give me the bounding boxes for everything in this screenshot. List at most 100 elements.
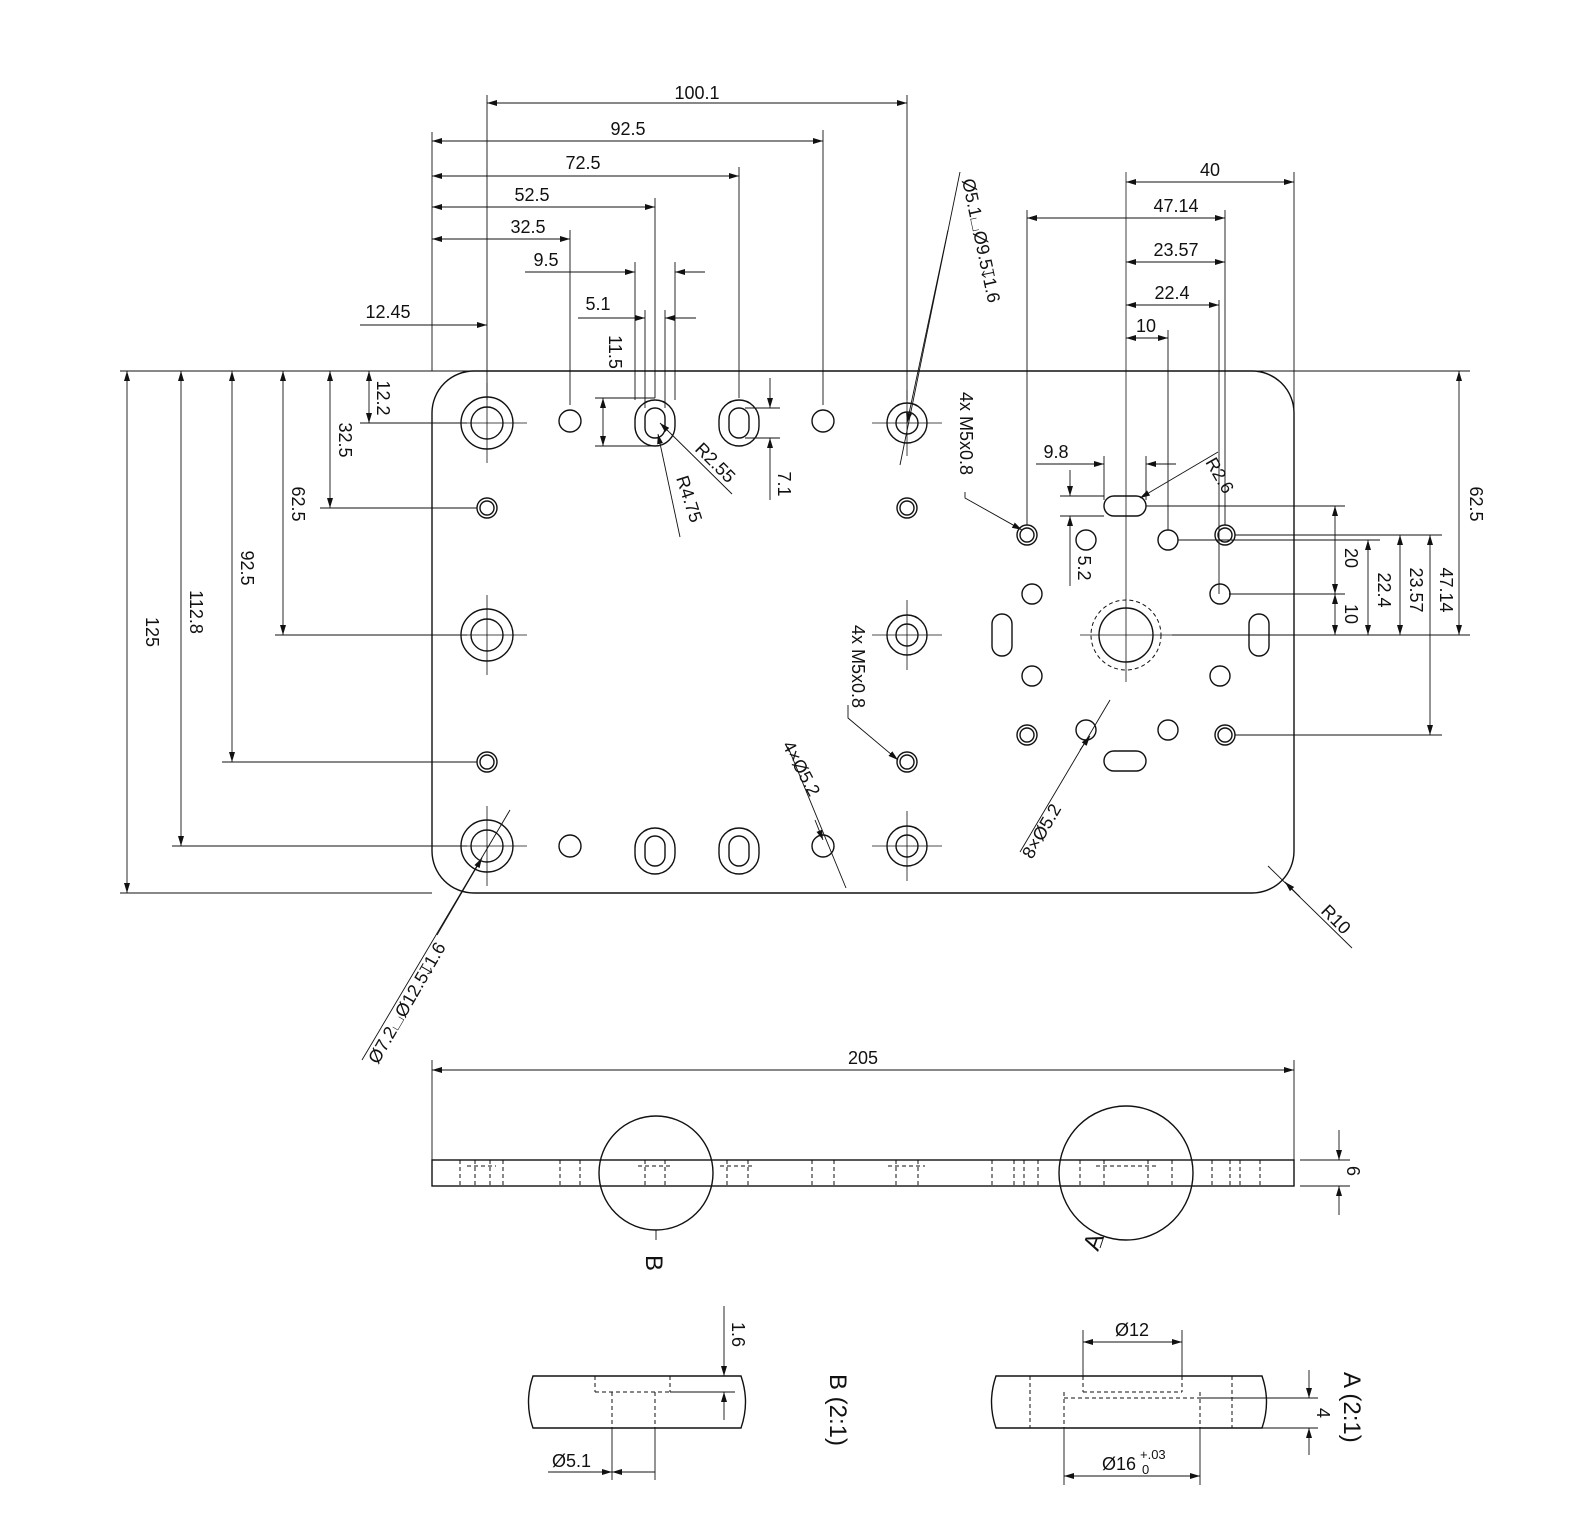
- top-view: [120, 172, 1470, 894]
- detail-a: Ø12 4 Ø16 +.03 0 A (2:1): [990, 1320, 1365, 1485]
- detail-a-circle: [1058, 1105, 1194, 1241]
- pattern-hole: [1157, 529, 1179, 551]
- through-hole: [558, 834, 582, 858]
- callout-8x-holes: 8×Ø5.2: [1018, 800, 1065, 862]
- dim-12-2: 12.2: [373, 380, 393, 415]
- dim-47-14-v: 47.14: [1436, 567, 1456, 612]
- callout-bottom-cbore: Ø7.2⌴Ø12.5↧1.6: [364, 939, 450, 1067]
- dim-r4-75: R4.75: [672, 473, 706, 525]
- through-hole: [811, 834, 835, 858]
- pattern-hole: [1019, 527, 1035, 543]
- pattern-slot: [991, 613, 1013, 657]
- callout-4x-holes: 4×Ø5.2: [778, 737, 824, 799]
- callout-top-cbore: Ø5.1⌴Ø9.5↧1.6: [958, 177, 1004, 305]
- callout-tap-mid: 4x M5x0.8: [848, 625, 868, 708]
- dim-47-14-h: 47.14: [1153, 196, 1198, 216]
- dim-10-h: 10: [1136, 316, 1156, 336]
- pattern-hole: [1075, 529, 1097, 551]
- dim-32-5-v: 32.5: [335, 422, 355, 457]
- dim-92-5-v: 92.5: [237, 550, 257, 585]
- callouts: Ø5.1⌴Ø9.5↧1.6 Ø7.2⌴Ø12.5↧1.6 4x M5x0.8 4…: [361, 171, 1355, 1067]
- pattern-slot: [1103, 750, 1147, 772]
- tapped-hole: [479, 500, 495, 516]
- dim-100-1: 100.1: [674, 83, 719, 103]
- tapped-hole: [899, 500, 915, 516]
- dim-5-2: 5.2: [1074, 555, 1094, 580]
- pattern-hole: [1021, 665, 1043, 687]
- pattern-hole: [1021, 583, 1043, 605]
- dim-7-1: 7.1: [774, 471, 794, 496]
- slot: [718, 399, 760, 447]
- dim-62-5-right: 62.5: [1466, 486, 1486, 521]
- detail-b-title: B (2:1): [824, 1374, 851, 1446]
- detail-a-profile: [990, 1375, 1268, 1429]
- dim-r2-55: R2.55: [691, 439, 739, 487]
- callout-r10: R10: [1317, 901, 1354, 938]
- tapped-hole: [896, 751, 918, 773]
- slot: [718, 827, 760, 875]
- slot: [634, 399, 676, 447]
- dim-9-5: 9.5: [533, 250, 558, 270]
- side-profile: [431, 1159, 1295, 1187]
- detail-a-depth: 4: [1313, 1408, 1333, 1418]
- detail-b-diameter: Ø5.1: [552, 1451, 591, 1471]
- dim-23-57-h: 23.57: [1153, 240, 1198, 260]
- dim-12-45: 12.45: [365, 302, 410, 322]
- dim-5-1: 5.1: [585, 294, 610, 314]
- detail-a-title: A (2:1): [1338, 1372, 1365, 1443]
- horizontal-dimensions: 100.1 92.5 72.5 52.5 32.5 9.5 5.1 12.45: [360, 83, 908, 408]
- pattern-hole: [1209, 665, 1231, 687]
- detail-a-diameter-top: Ø12: [1115, 1320, 1149, 1340]
- detail-b: 1.6 Ø5.1 B (2:1): [527, 1306, 851, 1480]
- dim-11-5: 11.5: [605, 335, 625, 369]
- pattern-hole: [1075, 719, 1097, 741]
- dim-9-8: 9.8: [1043, 442, 1068, 462]
- dim-32-5: 32.5: [510, 217, 545, 237]
- dim-125: 125: [142, 617, 162, 647]
- dim-205: 205: [848, 1048, 878, 1068]
- pattern-hole: [1157, 719, 1179, 741]
- right-vertical-dimensions: 62.5 47.14 23.57 22.4 20 10 5.2: [1060, 371, 1486, 736]
- detail-b-profile: [527, 1375, 747, 1429]
- tapped-hole: [479, 754, 495, 770]
- dim-62-5-v: 62.5: [288, 486, 308, 521]
- tapped-hole: [896, 497, 918, 519]
- dim-112-8: 112.8: [186, 590, 206, 634]
- dim-72-5: 72.5: [565, 153, 600, 173]
- tapped-hole: [899, 754, 915, 770]
- through-hole: [811, 409, 835, 433]
- through-hole: [558, 409, 582, 433]
- right-horizontal-dimensions: 40 47.14 23.57 22.4 10 9.8: [1026, 160, 1295, 594]
- dim-6: 6: [1343, 1166, 1363, 1176]
- detail-a-tol-lower: 0: [1142, 1462, 1149, 1477]
- dim-r2-6: R2.6: [1202, 454, 1238, 497]
- left-vertical-dimensions: 125 112.8 92.5 62.5 32.5 12.2: [124, 371, 477, 893]
- detail-a-tol-upper: +.03: [1140, 1447, 1166, 1462]
- pattern-hole: [1217, 527, 1233, 543]
- slot: [634, 827, 676, 875]
- dim-22-4-v: 22.4: [1374, 572, 1394, 607]
- dim-23-57-v: 23.57: [1406, 567, 1426, 612]
- pattern-hole: [1016, 724, 1038, 746]
- pattern-slot: [1103, 495, 1147, 517]
- dim-10-v: 10: [1341, 604, 1361, 624]
- pattern-hole: [1209, 583, 1231, 605]
- dim-52-5: 52.5: [514, 185, 549, 205]
- dim-20: 20: [1341, 548, 1361, 568]
- pattern-hole: [1019, 727, 1035, 743]
- detail-b-depth: 1.6: [728, 1322, 748, 1347]
- side-hidden-features: [459, 1160, 1261, 1186]
- detail-b-circle: [598, 1115, 714, 1231]
- side-view: 205 B A 6: [431, 1048, 1363, 1271]
- detail-a-diameter-bottom: Ø16: [1102, 1454, 1136, 1474]
- detail-a-label: A: [1078, 1230, 1109, 1254]
- dim-40: 40: [1200, 160, 1220, 180]
- cbore-hole: [872, 600, 942, 670]
- detail-b-label: B: [640, 1255, 667, 1271]
- cbore-hole: [872, 811, 942, 881]
- dim-92-5: 92.5: [610, 119, 645, 139]
- pattern-hole: [1217, 727, 1233, 743]
- dim-22-4-h: 22.4: [1154, 283, 1189, 303]
- callout-tap-right: 4x M5x0.8: [956, 392, 976, 475]
